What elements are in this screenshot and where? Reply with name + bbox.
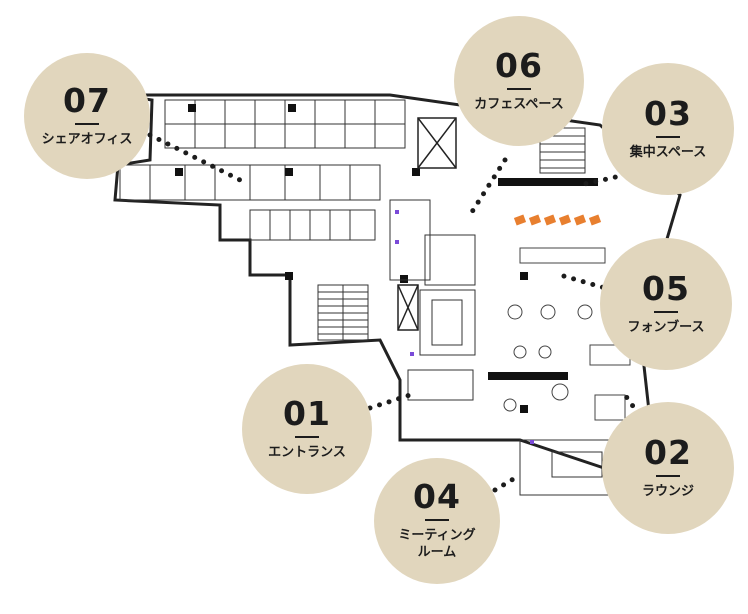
divider: [656, 474, 680, 477]
area-badge-01[interactable]: 01 エントランス: [242, 364, 372, 494]
area-number: 02: [644, 432, 692, 472]
stairs: [317, 127, 586, 341]
area-badge-06[interactable]: 06 カフェスペース: [454, 16, 584, 146]
divider: [75, 122, 99, 125]
area-number: 07: [63, 80, 111, 120]
area-name: 集中スペース: [629, 144, 707, 160]
door-markers: [395, 210, 534, 444]
area-name: カフェスペース: [474, 96, 564, 112]
area-badge-05[interactable]: 05 フォンブース: [600, 238, 732, 370]
concentration-desks: [513, 214, 602, 226]
area-number: 03: [644, 93, 692, 133]
area-number: 06: [495, 45, 543, 85]
divider: [295, 435, 319, 438]
area-number: 01: [283, 393, 331, 433]
area-badge-03[interactable]: 03 集中スペース: [602, 63, 734, 195]
area-name: シェアオフィス: [41, 131, 133, 147]
area-name: フォンブース: [627, 319, 705, 335]
columns: [175, 104, 628, 413]
shafts: [397, 117, 457, 331]
area-name: エントランス: [268, 444, 346, 460]
area-badge-02[interactable]: 02 ラウンジ: [602, 402, 734, 534]
area-badge-04[interactable]: 04 ミーティング ルーム: [374, 458, 500, 584]
area-number: 04: [413, 477, 461, 517]
area-number: 05: [642, 268, 690, 308]
area-name: ラウンジ: [641, 483, 694, 499]
area-badge-07[interactable]: 07 シェアオフィス: [24, 53, 150, 179]
divider: [507, 87, 531, 90]
share-office-desks: [119, 99, 406, 241]
divider: [654, 310, 678, 313]
divider: [425, 519, 449, 522]
counters: [488, 178, 598, 380]
divider: [656, 135, 680, 138]
central-rooms: [389, 199, 611, 496]
area-name: ミーティング ルーム: [398, 528, 476, 560]
